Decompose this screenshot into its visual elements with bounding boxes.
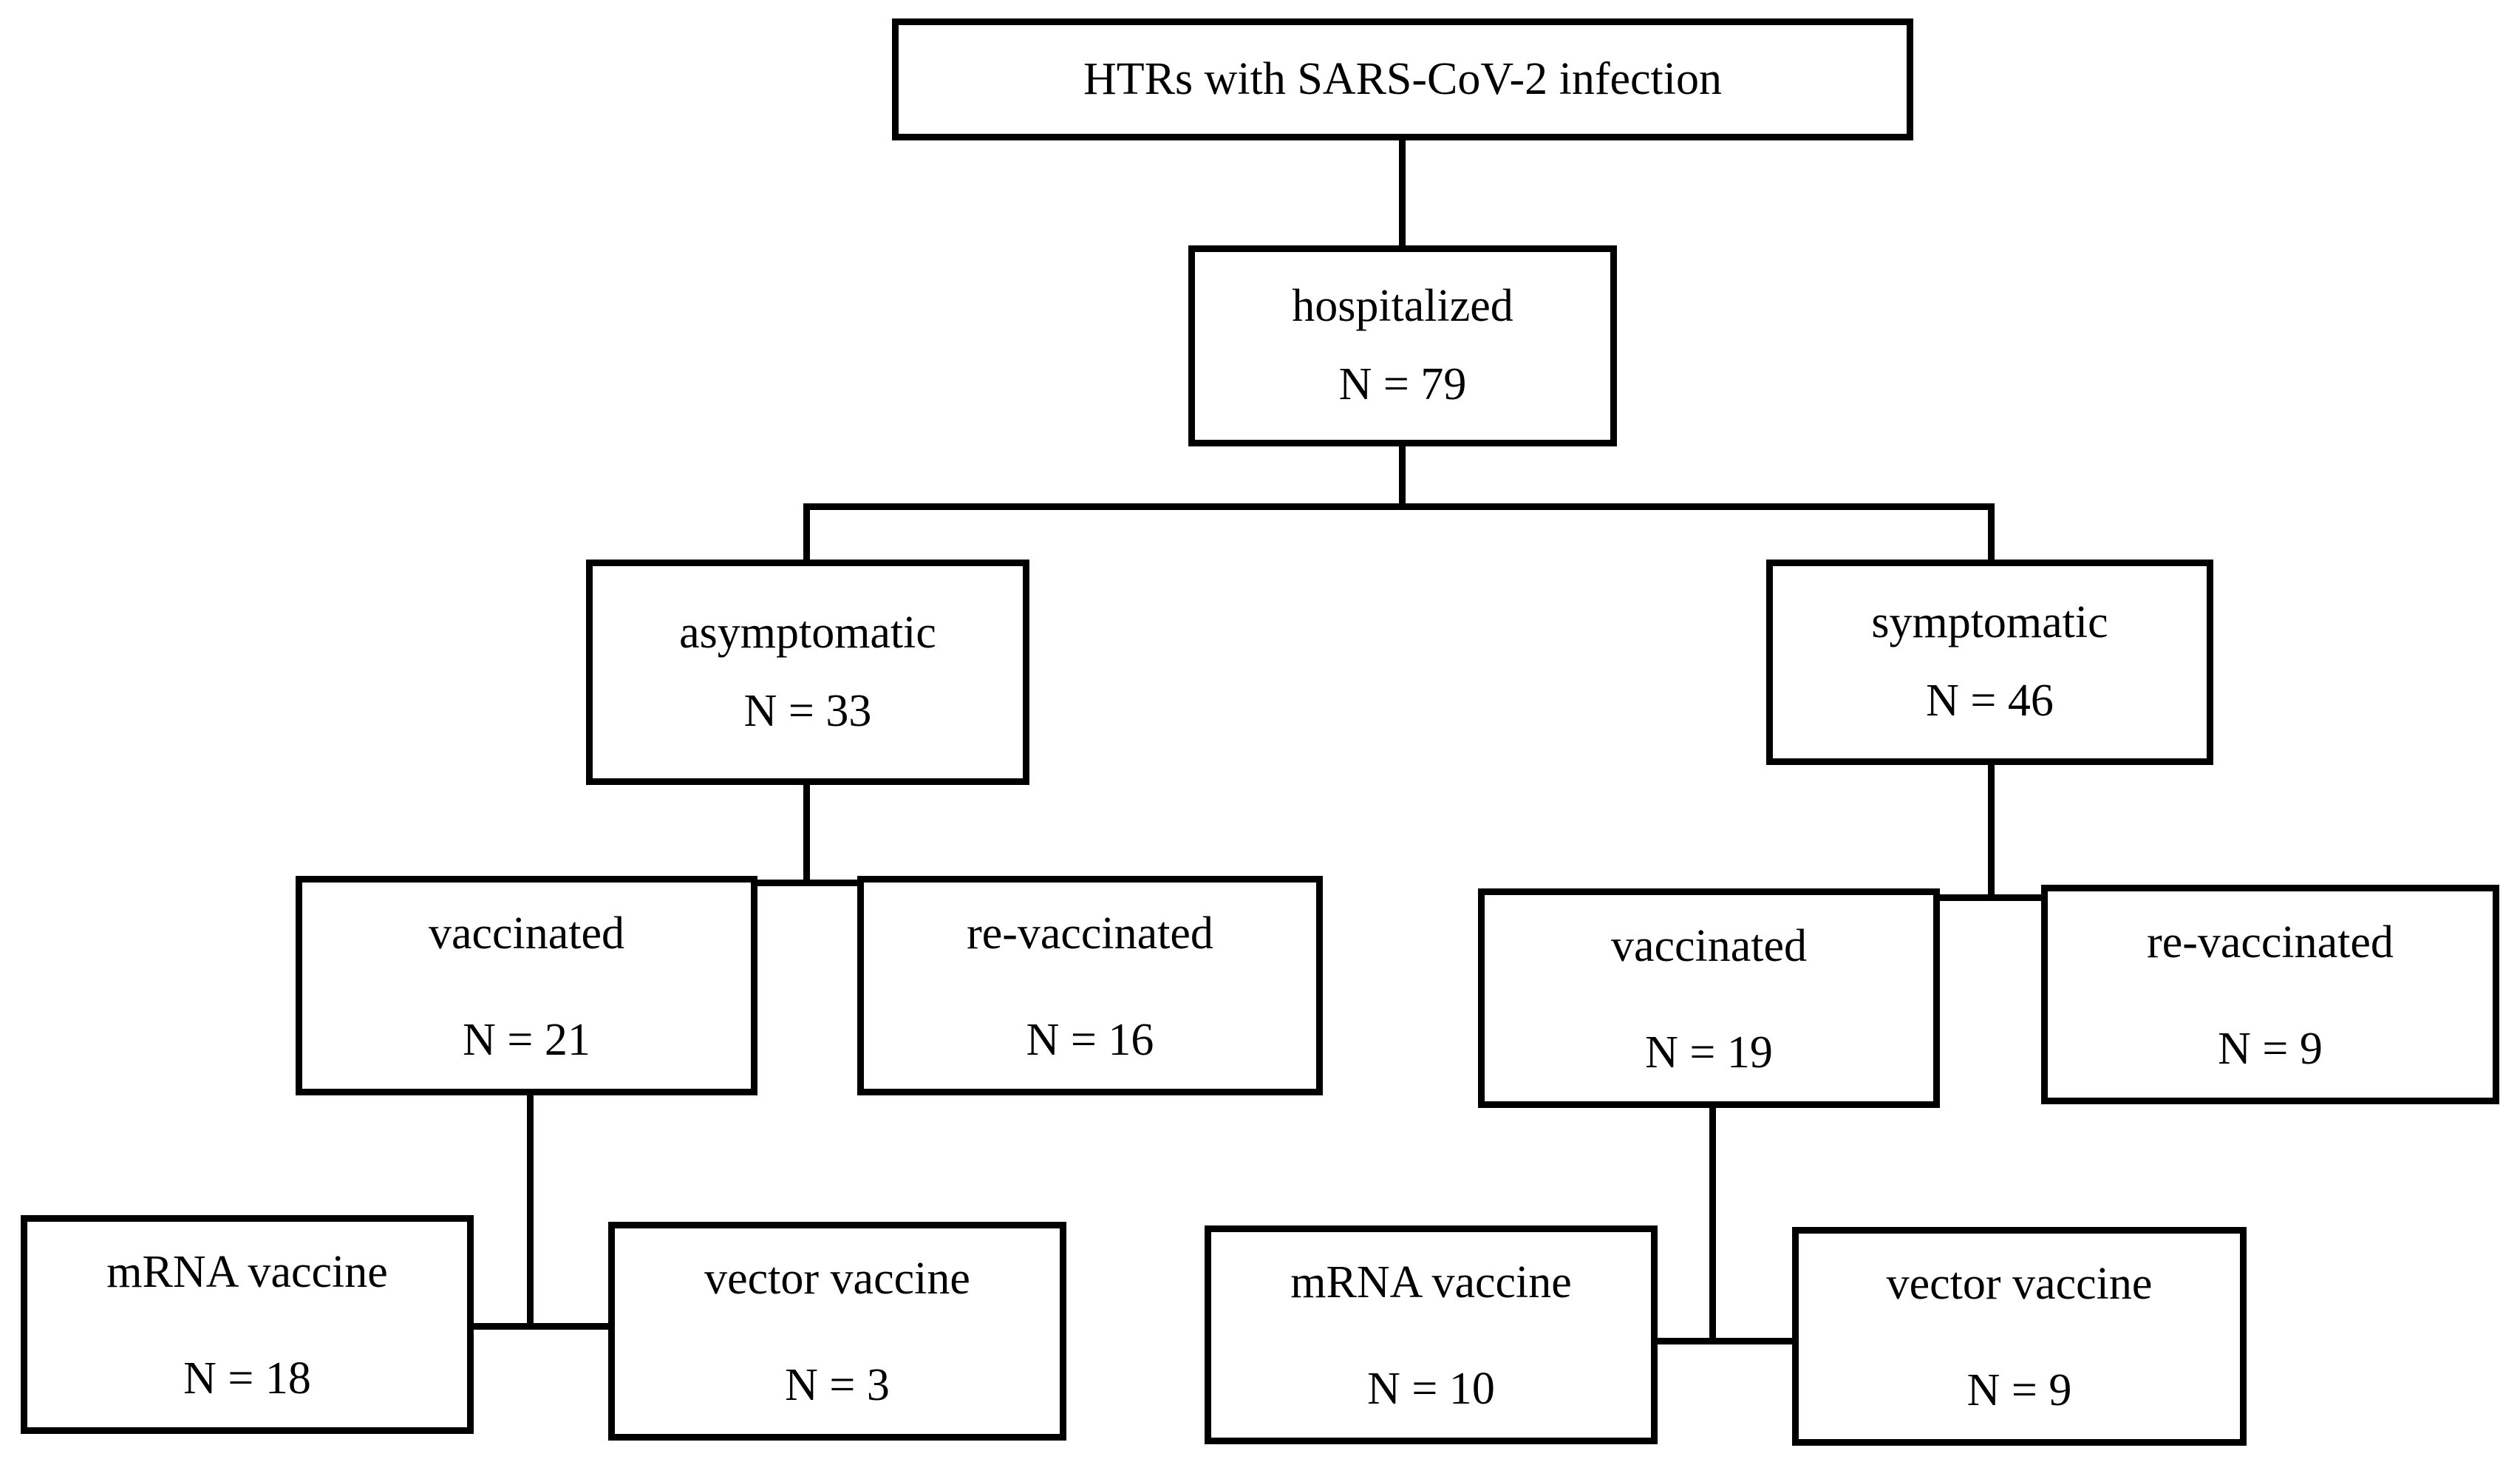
node-sym-vector-label: vector vaccine bbox=[1886, 1259, 2153, 1310]
node-asymptomatic-label: asymptomatic bbox=[679, 607, 936, 658]
node-sym-vaccinated[interactable]: vaccinated N = 19 bbox=[1478, 888, 1940, 1108]
connector-asym-vaccinated-stem bbox=[527, 1085, 534, 1329]
node-asym-revaccinated[interactable]: re-vaccinated N = 16 bbox=[857, 876, 1323, 1095]
node-asym-revaccinated-count: N = 16 bbox=[1026, 1014, 1154, 1065]
node-asym-vector[interactable]: vector vaccine N = 3 bbox=[608, 1222, 1066, 1441]
node-hospitalized[interactable]: hospitalized N = 79 bbox=[1188, 245, 1617, 446]
node-sym-mrna-label: mRNA vaccine bbox=[1290, 1257, 1572, 1308]
connector-to-symptomatic bbox=[1988, 503, 1995, 562]
node-asym-vaccinated-count: N = 21 bbox=[463, 1014, 590, 1065]
node-asym-vector-label: vector vaccine bbox=[704, 1254, 970, 1305]
connector-sym-vaccinated-stem bbox=[1709, 1100, 1716, 1344]
node-asym-mrna-label: mRNA vaccine bbox=[106, 1247, 388, 1298]
node-root[interactable]: HTRs with SARS-CoV-2 infection bbox=[892, 18, 1913, 140]
node-symptomatic-count: N = 46 bbox=[1926, 676, 2054, 726]
node-sym-vector[interactable]: vector vaccine N = 9 bbox=[1792, 1227, 2247, 1446]
node-sym-vaccinated-count: N = 19 bbox=[1645, 1027, 1773, 1078]
connector-asymptomatic-stem bbox=[803, 782, 810, 885]
node-hospitalized-count: N = 79 bbox=[1338, 359, 1467, 409]
node-sym-vaccinated-label: vaccinated bbox=[1610, 920, 1808, 971]
connector-asym-vaccine-bar bbox=[467, 1323, 615, 1330]
connector-root-to-hospitalized bbox=[1399, 137, 1406, 247]
node-sym-revaccinated[interactable]: re-vaccinated N = 9 bbox=[2041, 885, 2499, 1104]
node-sym-revaccinated-count: N = 9 bbox=[2218, 1023, 2323, 1074]
node-asym-revaccinated-label: re-vaccinated bbox=[967, 908, 1213, 959]
node-symptomatic[interactable]: symptomatic N = 46 bbox=[1766, 560, 2213, 765]
node-sym-revaccinated-label: re-vaccinated bbox=[2147, 917, 2394, 968]
node-symptomatic-label: symptomatic bbox=[1871, 597, 2108, 648]
node-asym-mrna-count: N = 18 bbox=[183, 1353, 311, 1404]
node-asym-vaccinated[interactable]: vaccinated N = 21 bbox=[296, 876, 757, 1095]
node-root-label: HTRs with SARS-CoV-2 infection bbox=[1083, 53, 1723, 104]
connector-asymptomatic-split-bar bbox=[527, 880, 1096, 886]
connector-symptomatic-stem bbox=[1988, 763, 1995, 900]
node-asym-vaccinated-label: vaccinated bbox=[428, 908, 625, 959]
node-sym-mrna-count: N = 10 bbox=[1367, 1364, 1495, 1414]
node-asym-mrna[interactable]: mRNA vaccine N = 18 bbox=[21, 1215, 474, 1434]
connector-sym-vaccine-bar bbox=[1651, 1338, 1799, 1344]
connector-to-asymptomatic bbox=[803, 503, 810, 562]
connector-symptomatic-split-bar bbox=[1709, 894, 2284, 901]
node-sym-vector-count: N = 9 bbox=[1966, 1365, 2072, 1415]
node-hospitalized-label: hospitalized bbox=[1292, 281, 1513, 332]
node-asymptomatic[interactable]: asymptomatic N = 33 bbox=[586, 560, 1029, 785]
node-sym-mrna[interactable]: mRNA vaccine N = 10 bbox=[1205, 1225, 1658, 1444]
node-asymptomatic-count: N = 33 bbox=[743, 685, 872, 736]
connector-hospitalized-stem bbox=[1399, 443, 1406, 509]
connector-hospitalized-split-bar bbox=[803, 503, 1995, 510]
node-asym-vector-count: N = 3 bbox=[785, 1360, 890, 1410]
